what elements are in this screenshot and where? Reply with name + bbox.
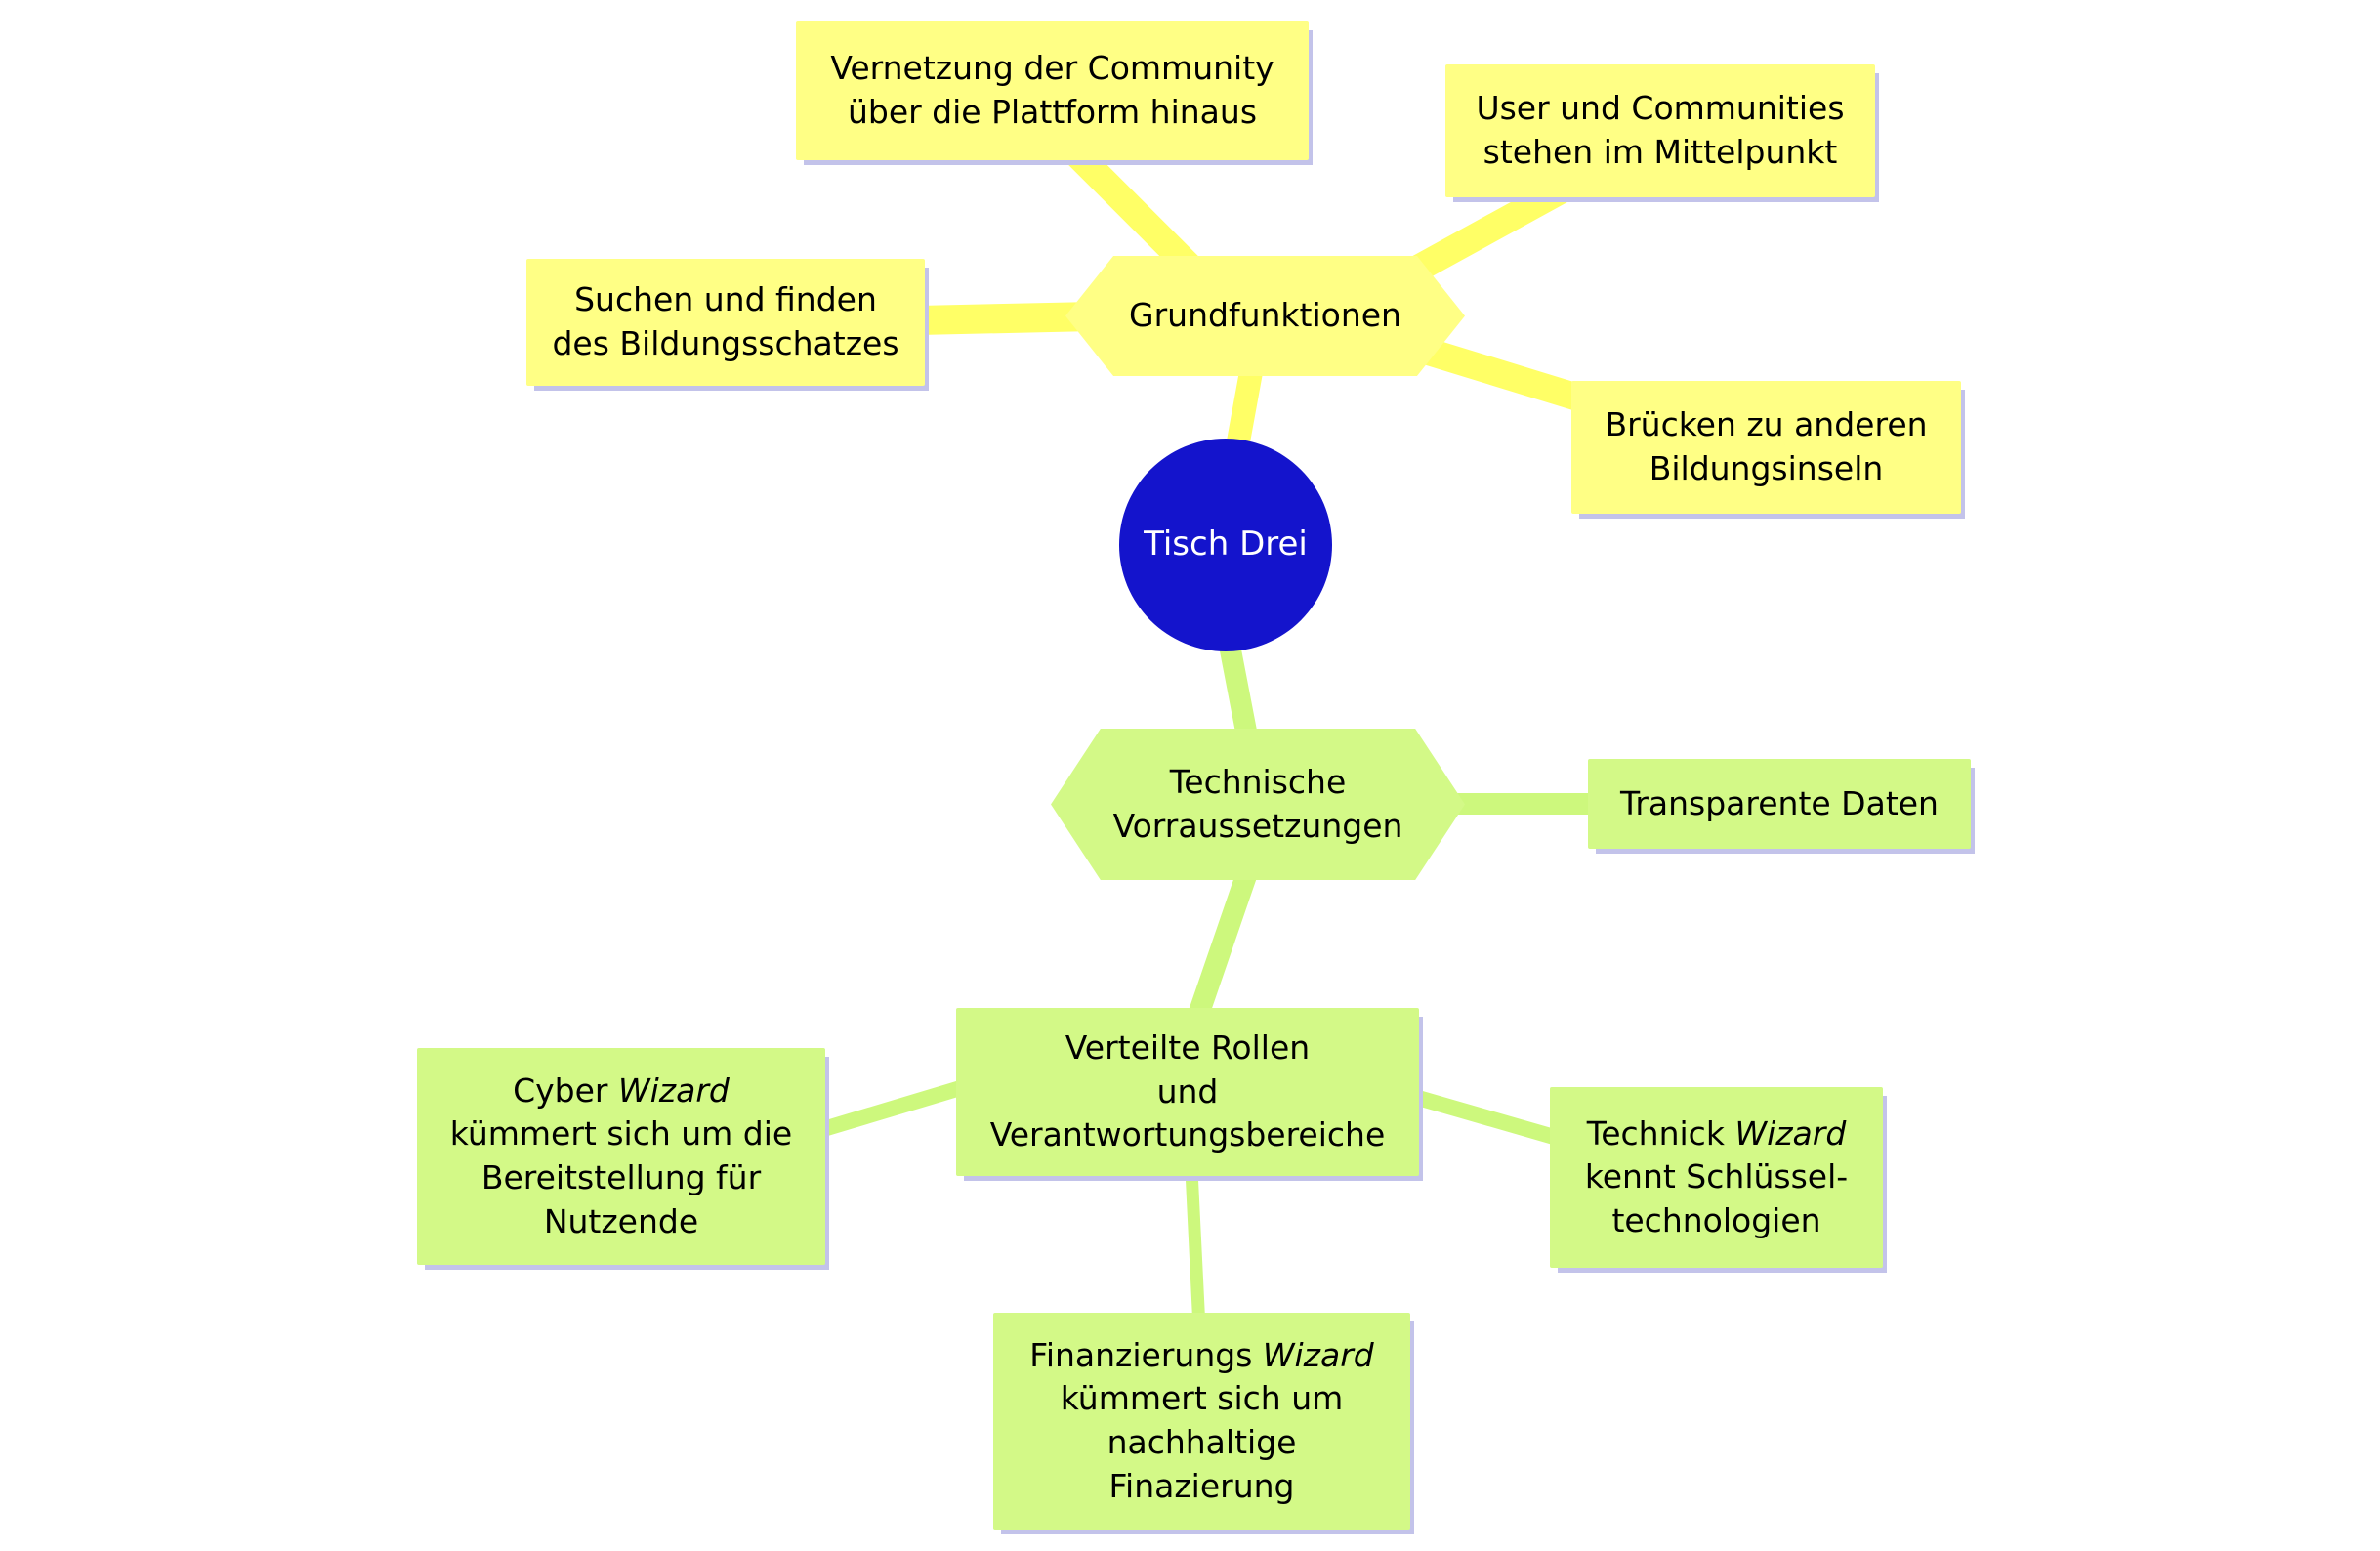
node-finanzierungs-wizard-suffix: kümmert sich um nachhaltige Finazierung bbox=[1060, 1379, 1344, 1505]
connector-verteilte-cyber-wizard bbox=[803, 1078, 975, 1141]
node-finanzierungs-wizard-label: Finanzierungs Wizard kümmert sich um nac… bbox=[1029, 1334, 1373, 1508]
node-suchen-finden[interactable]: Suchen und finden des Bildungsschatzes bbox=[526, 259, 925, 386]
node-tisch-drei-root[interactable]: Tisch Drei bbox=[1119, 439, 1332, 651]
node-verteilte-rollen[interactable]: Verteilte Rollen und Verantwortungsberei… bbox=[956, 1008, 1419, 1176]
connector-verteilte-finanzierungs-wizard bbox=[1185, 1163, 1206, 1335]
node-cyber-wizard-prefix: Cyber bbox=[513, 1070, 618, 1110]
node-transparente-label: Transparente Daten bbox=[1620, 783, 1939, 822]
node-technick-wizard-prefix: Technick bbox=[1586, 1113, 1735, 1153]
node-cyber-wizard-label: Cyber Wizard kümmert sich um die Bereits… bbox=[450, 1069, 792, 1243]
node-bruecken-label: Brücken zu anderen Bildungsinseln bbox=[1605, 405, 1928, 487]
connector-verteilte-technick-wizard bbox=[1403, 1088, 1575, 1149]
node-cyber-wizard-suffix: kümmert sich um die Bereitstellung für N… bbox=[449, 1114, 793, 1240]
node-technische-vorraussetzungen[interactable]: Technische Vorraussetzungen bbox=[1051, 729, 1465, 880]
node-grundfunktionen[interactable]: Grundfunktionen bbox=[1065, 256, 1465, 376]
node-grundfunktionen-label: Grundfunktionen bbox=[1129, 296, 1401, 335]
node-technick-wizard-suffix: kennt Schlüssel- technologien bbox=[1584, 1157, 1849, 1239]
node-technick-wizard[interactable]: Technick Wizard kennt Schlüssel- technol… bbox=[1550, 1087, 1883, 1268]
node-technische-label: Technische Vorraussetzungen bbox=[1112, 762, 1403, 845]
node-finanzierungs-wizard-italic: Wizard bbox=[1262, 1335, 1374, 1374]
node-finanzierungs-wizard-prefix: Finanzierungs bbox=[1029, 1335, 1263, 1374]
node-suchen-finden-label: Suchen und finden des Bildungsschatzes bbox=[552, 280, 899, 362]
node-user-communities[interactable]: User und Communities stehen im Mittelpun… bbox=[1445, 64, 1875, 197]
node-vernetzung[interactable]: Vernetzung der Community über die Plattf… bbox=[796, 21, 1309, 160]
node-cyber-wizard-italic: Wizard bbox=[618, 1070, 730, 1110]
node-transparente-daten[interactable]: Transparente Daten bbox=[1588, 759, 1971, 849]
node-technick-wizard-label: Technick Wizard kennt Schlüssel- technol… bbox=[1585, 1112, 1848, 1243]
connector-technische-verteilte bbox=[1186, 854, 1261, 1031]
node-technick-wizard-italic: Wizard bbox=[1734, 1113, 1847, 1153]
node-bruecken[interactable]: Brücken zu anderen Bildungsinseln bbox=[1571, 381, 1961, 514]
node-user-communities-label: User und Communities stehen im Mittelpun… bbox=[1476, 89, 1845, 171]
node-tisch-drei-label: Tisch Drei bbox=[1144, 524, 1308, 565]
node-finanzierungs-wizard[interactable]: Finanzierungs Wizard kümmert sich um nac… bbox=[993, 1313, 1410, 1530]
node-verteilte-label: Verteilte Rollen und Verantwortungsberei… bbox=[989, 1028, 1386, 1154]
node-vernetzung-label: Vernetzung der Community über die Plattf… bbox=[830, 49, 1274, 131]
connector-grundfunktionen-suchen-finden bbox=[903, 302, 1108, 335]
node-cyber-wizard[interactable]: Cyber Wizard kümmert sich um die Bereits… bbox=[417, 1048, 825, 1265]
